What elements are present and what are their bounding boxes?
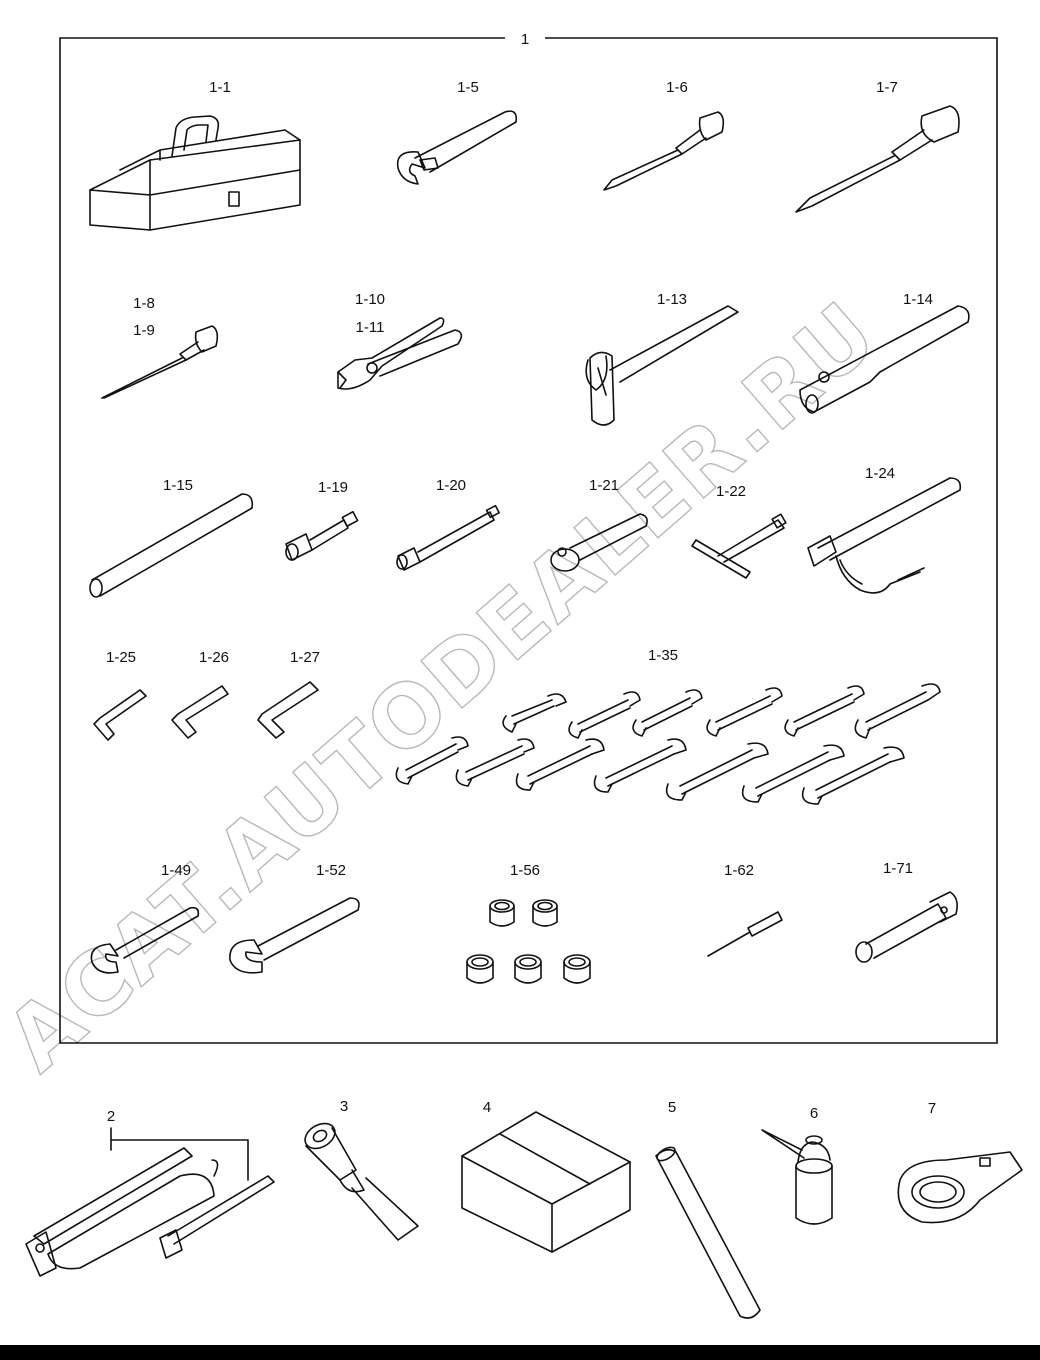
part-1-24-filter-wrench[interactable]: 1-24 [807,465,962,594]
part-1-56-sockets[interactable]: 1-56 [466,862,591,984]
socket-4 [514,954,542,984]
part-label-3: 3 [340,1098,348,1115]
part-1-20-extension[interactable]: 1-20 [396,477,500,571]
part-label-1-22: 1-22 [716,483,746,500]
part-4-box[interactable]: 4 [461,1099,631,1253]
part-label-1-35: 1-35 [648,647,678,664]
part-1-15-bar[interactable]: 1-15 [89,477,254,598]
part-1-10-1-11-pliers[interactable]: 1-10 1-11 [337,291,463,390]
part-1-35-spanner-set[interactable]: 1-35 [395,647,941,805]
part-1-49-spanner[interactable]: 1-49 [90,862,200,974]
part-label-1-20: 1-20 [436,477,466,494]
part-label-1-25: 1-25 [106,649,136,666]
part-1-22-t-handle[interactable]: 1-22 [691,483,787,579]
part-label-1-9: 1-9 [133,322,155,339]
part-label-1-62: 1-62 [724,862,754,879]
part-label-1-6: 1-6 [666,79,688,96]
socket-3 [466,954,494,984]
part-label-1-14: 1-14 [903,291,933,308]
part-label-1-7: 1-7 [876,79,898,96]
part-1-1-toolbox[interactable]: 1-1 [89,79,301,231]
part-label-1-24: 1-24 [865,465,895,482]
spanner-7 [395,736,469,785]
part-label-1-52: 1-52 [316,862,346,879]
part-label-5: 5 [668,1099,676,1116]
spanner-8 [455,738,535,787]
part-label-1-71: 1-71 [883,860,913,877]
part-1-21-ratchet[interactable]: 1-21 [550,477,648,572]
socket-5 [563,954,591,984]
part-1-8-1-9-awl[interactable]: 1-8 1-9 [101,295,219,399]
part-label-2: 2 [107,1108,115,1125]
part-label-1-19: 1-19 [318,479,348,496]
part-1-27-hex-key[interactable]: 1-27 [257,649,320,739]
group-label: 1 [521,31,529,48]
part-label-1-5: 1-5 [457,79,479,96]
watermark-text: ACAT.AUTODEALER.RU [0,283,896,1091]
part-label-1-8: 1-8 [133,295,155,312]
part-1-62-screwdriver[interactable]: 1-62 [707,862,783,957]
spanner-13 [801,746,905,805]
part-label-7: 7 [928,1100,936,1117]
part-label-1-13: 1-13 [657,291,687,308]
spanner-12 [741,744,845,803]
spanner-1 [502,693,567,733]
part-label-1-15: 1-15 [163,477,193,494]
part-label-1-26: 1-26 [199,649,229,666]
spanner-4 [706,687,783,737]
part-1-71-box-spanner[interactable]: 1-71 [855,860,958,963]
part-label-4: 4 [483,1099,491,1116]
part-1-25-hex-key[interactable]: 1-25 [93,649,147,741]
bottom-border-band [0,1345,1040,1360]
part-1-7-screwdriver[interactable]: 1-7 [795,79,960,213]
part-7-ring-spanner-head[interactable]: 7 [897,1100,1023,1224]
spanner-10 [593,738,687,793]
socket-1 [489,899,515,927]
part-3-grease-nozzle[interactable]: 3 [301,1098,419,1241]
part-1-26-hex-key[interactable]: 1-26 [171,649,229,739]
spanner-2 [568,691,641,739]
watermark: ACAT.AUTODEALER.RU [0,282,897,1091]
part-6-oil-can[interactable]: 6 [761,1105,833,1225]
part-label-1-49: 1-49 [161,862,191,879]
part-label-6: 6 [810,1105,818,1122]
socket-2 [532,899,558,927]
part-label-1-56: 1-56 [510,862,540,879]
spanner-6 [854,683,941,739]
part-label-1-11: 1-11 [356,319,385,336]
part-label-1-1: 1-1 [209,79,231,96]
part-1-5-adjustable-wrench[interactable]: 1-5 [396,79,518,185]
spanner-5 [784,685,865,737]
part-label-1-27: 1-27 [290,649,320,666]
spanner-3 [632,689,703,737]
part-label-1-10: 1-10 [355,291,385,308]
part-label-1-21: 1-21 [589,477,619,494]
part-1-14-handle-bar[interactable]: 1-14 [799,291,970,414]
part-5-bar[interactable]: 5 [655,1099,761,1319]
part-1-6-screwdriver[interactable]: 1-6 [603,79,725,191]
spanner-9 [515,738,605,791]
part-1-19-extension[interactable]: 1-19 [285,479,359,561]
part-1-13-hammer[interactable]: 1-13 [585,291,739,426]
group-frame: 1 [59,31,998,1044]
spanner-11 [665,742,769,801]
part-2-grease-gun[interactable]: 2 [25,1108,275,1277]
part-1-52-spanner[interactable]: 1-52 [229,862,360,974]
